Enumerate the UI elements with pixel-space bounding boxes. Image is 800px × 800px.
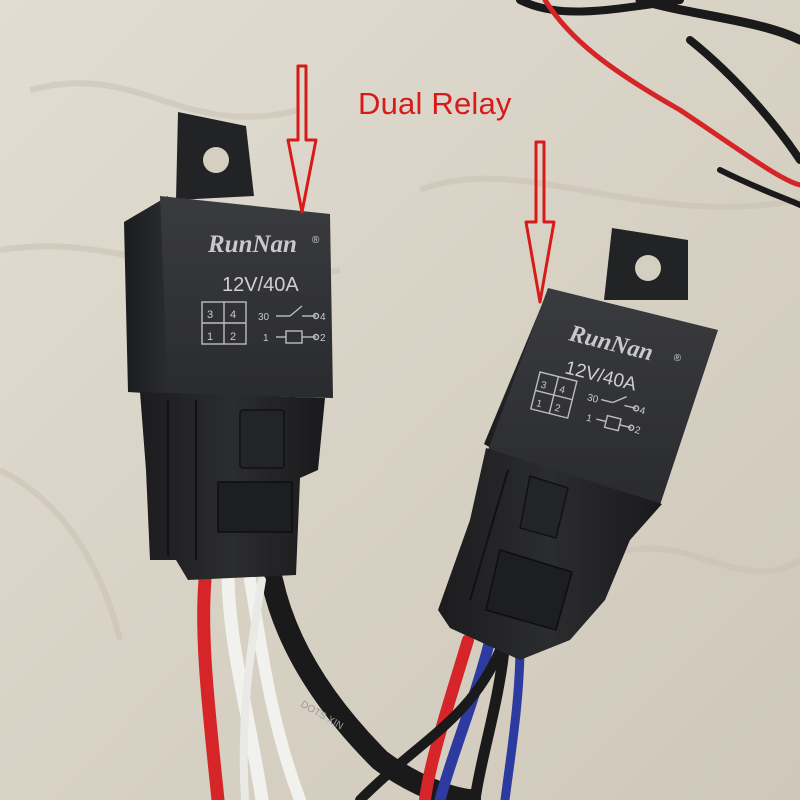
right-relay-mount-hole [635,255,661,281]
left-pin-1: 1 [207,331,213,343]
right-connector-housing [485,549,573,631]
left-relay-rating: 12V/40A [222,274,299,296]
left-relay-mount-hole [203,147,229,173]
left-relay-wires [197,569,481,800]
arrow-left-relay [286,64,318,214]
left-pin-4: 4 [230,309,236,321]
right-relay-schematic [529,371,640,432]
left-relay-face [160,196,333,398]
right-node-1: 1 [585,413,593,425]
caption-label: Dual Relay [358,86,512,121]
right-pin-2: 2 [553,403,561,415]
upper-wires [516,0,800,208]
right-pin-1: 1 [535,398,543,410]
left-relay-brand: RunNan [207,231,297,258]
left-node-1: 1 [263,333,269,344]
right-pin-3: 3 [540,380,548,392]
right-pin-4: 4 [558,384,566,396]
left-pin-2: 2 [230,331,236,343]
right-relay: RunNan ® 12V/40A 3 4 1 2 30 [438,228,718,660]
left-connector-latch [239,409,285,469]
right-node-2: 2 [633,425,641,437]
left-node-30: 30 [258,312,270,323]
right-node-30: 30 [586,392,600,405]
right-relay-trademark: ® [672,352,682,365]
left-pin-3: 3 [207,309,213,321]
right-relay-face [488,288,718,505]
left-relay-schematic [201,301,320,345]
right-node-4: 4 [638,405,646,417]
left-connector-housing [217,481,293,533]
left-node-2: 2 [320,333,326,344]
left-relay: RunNan ® 12V/40A 3 4 1 2 30 4 1 2 [124,112,333,580]
left-relay-trademark: ® [312,235,320,246]
arrow-right-relay [524,140,556,304]
right-connector-latch [519,475,569,539]
left-node-4: 4 [320,312,326,323]
right-connector-rib [469,469,509,601]
right-relay-wires [355,634,525,800]
